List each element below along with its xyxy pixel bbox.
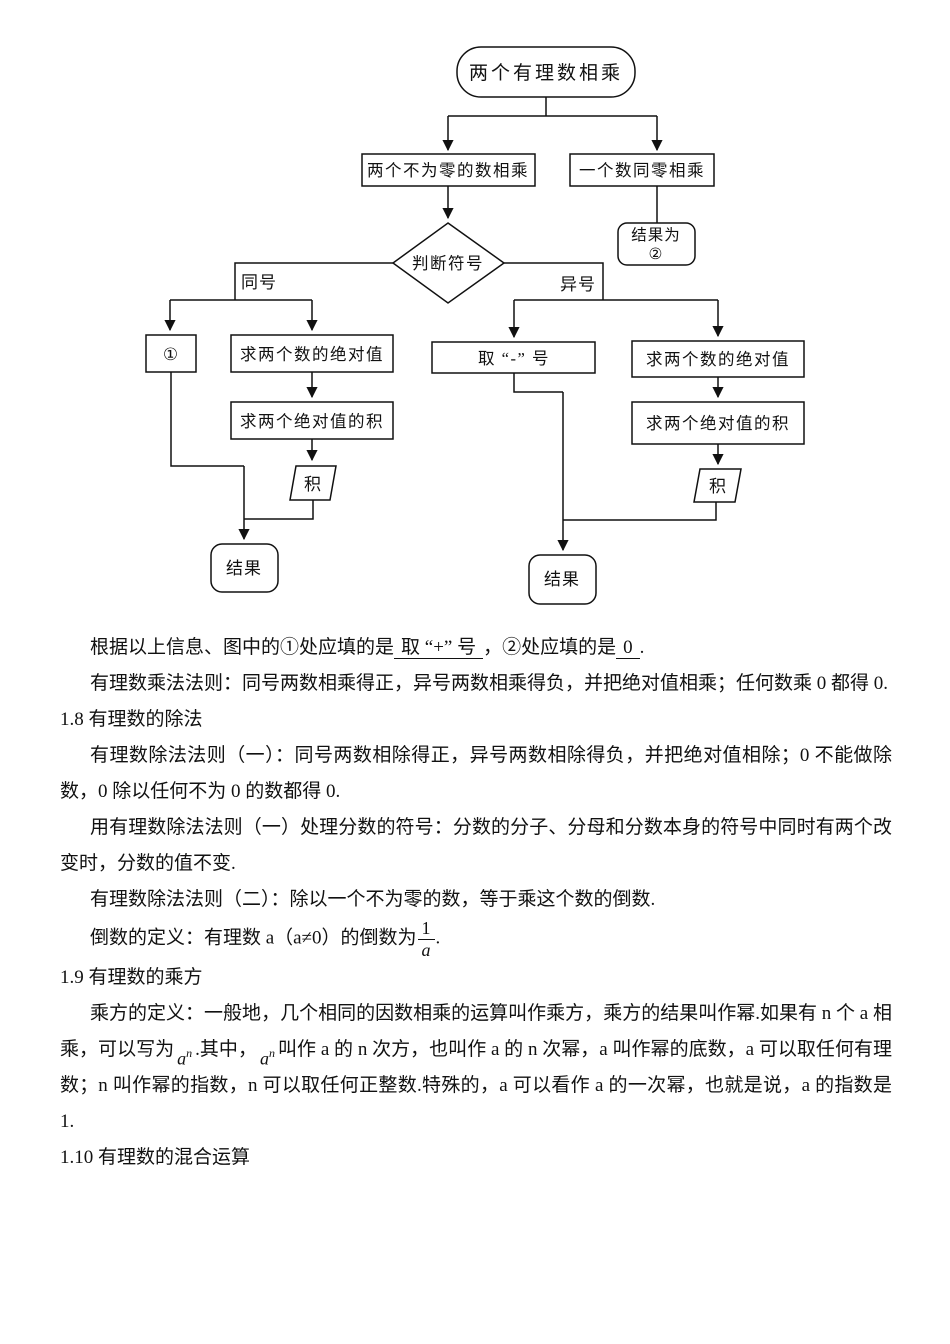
connector-blank-down [170, 372, 244, 467]
diff-product-node [693, 468, 742, 503]
nonzero-node-label: 两个不为零的数相乘 [367, 161, 529, 180]
fill-pre: 根据以上信息、图中的①处应填的是 [90, 637, 395, 658]
take-minus-node [431, 341, 596, 374]
section-heading-1-10: 1.10 有理数的混合运算 [60, 1147, 251, 1169]
power-base-1: a [177, 1048, 187, 1069]
take-minus-label: 取 “-” 号 [478, 349, 550, 368]
same-result-label: 结果 [226, 559, 262, 578]
flowchart: 两个有理数相乘 两个不为零的数相乘 一个数同零相乘 结果为 ② 判断符号 同号 … [0, 0, 950, 622]
diff-sign-edge-label: 异号 [560, 275, 596, 294]
power-definition-paragraph: 乘方的定义：一般地，几个相同的因数相乘的运算叫作乘方，乘方的结果叫作幂.如果有 … [60, 996, 892, 1140]
diff-abs-node [631, 340, 805, 378]
same-abs-node [230, 334, 394, 373]
same-abs-product-node [230, 401, 394, 440]
fill-answer-1: 取 “+” 号 [394, 637, 484, 659]
connector-diff-split [504, 262, 718, 301]
fill-mid: ，②处应填的是 [483, 637, 617, 658]
same-abs-product-label: 求两个绝对值的积 [240, 412, 384, 431]
start-node [456, 46, 636, 98]
diff-product-label: 积 [709, 477, 727, 496]
nonzero-node [361, 153, 536, 187]
diff-abs-product-label: 求两个绝对值的积 [646, 414, 790, 433]
power-text-3: 叫作 a 的 n 次方，也叫作 a 的 n 次幂，a 叫作幂的底数，a 可以取任… [60, 1039, 892, 1133]
power-text-2: .其中， [195, 1039, 257, 1061]
zero-node [569, 153, 715, 187]
power-exponent-2: n [268, 1046, 275, 1061]
power-exponent-1: n [186, 1046, 193, 1061]
diff-result-label: 结果 [544, 570, 580, 589]
power-notation-2: an [260, 1047, 275, 1068]
zero-result-node [617, 222, 696, 266]
connector-same-product-down [244, 500, 314, 520]
fraction-numerator: 1 [417, 918, 435, 940]
power-text-1: 乘方的定义：一般地，几个相同的因数相乘的运算叫作乘方，乘方的结果叫作幂.如果有 … [60, 1003, 892, 1061]
connector-top-split [448, 97, 657, 117]
reciprocal-pre: 倒数的定义：有理数 a（a≠0）的倒数为 [90, 927, 417, 949]
blank-one-node [145, 334, 197, 373]
multiplication-rule-paragraph: 有理数乘法法则：同号两数相乘得正，异号两数相乘得负，并把绝对值相乘；任何数乘 0… [90, 673, 889, 694]
fill-end: . [639, 637, 645, 658]
same-sign-edge-label: 同号 [241, 273, 277, 292]
decision-label: 判断符号 [412, 254, 484, 273]
same-result-node [210, 543, 279, 593]
division-rule1-paragraph: 有理数除法法则（一）：同号两数相除得正，异号两数相除得负，并把绝对值相除；0 不… [60, 745, 892, 802]
zero-result-line2: ② [649, 246, 664, 263]
reciprocal-end: . [435, 927, 441, 949]
division-rule2-paragraph: 有理数除法法则（二）：除以一个不为零的数，等于乘这个数的倒数. [90, 889, 656, 910]
fill-answer-2: 0 [616, 637, 640, 659]
same-abs-label: 求两个数的绝对值 [240, 345, 384, 364]
blank-one-label: ① [163, 345, 179, 364]
start-node-label: 两个有理数相乘 [469, 62, 623, 84]
power-notation-1: an [177, 1047, 192, 1068]
connector-same-split [170, 262, 393, 301]
same-product-node [289, 465, 337, 501]
decision-diamond [391, 222, 506, 304]
diff-result-node [528, 554, 597, 605]
same-product-label: 积 [304, 475, 322, 494]
section-heading-1-8: 1.8 有理数的除法 [60, 709, 203, 730]
fraction-denominator: a [421, 939, 431, 960]
zero-result-line1: 结果为 [631, 226, 681, 244]
section-heading-1-9: 1.9 有理数的乘方 [60, 967, 203, 989]
diff-abs-label: 求两个数的绝对值 [646, 350, 790, 369]
connector-take-minus-down [513, 373, 563, 393]
connector-diff-product-down [563, 502, 717, 521]
division-fraction-sign-paragraph: 用有理数除法法则（一）处理分数的符号：分数的分子、分母和分数本身的符号中同时有两… [60, 817, 892, 874]
zero-node-label: 一个数同零相乘 [579, 161, 705, 180]
power-base-2: a [259, 1048, 269, 1069]
diff-abs-product-node [631, 401, 805, 445]
